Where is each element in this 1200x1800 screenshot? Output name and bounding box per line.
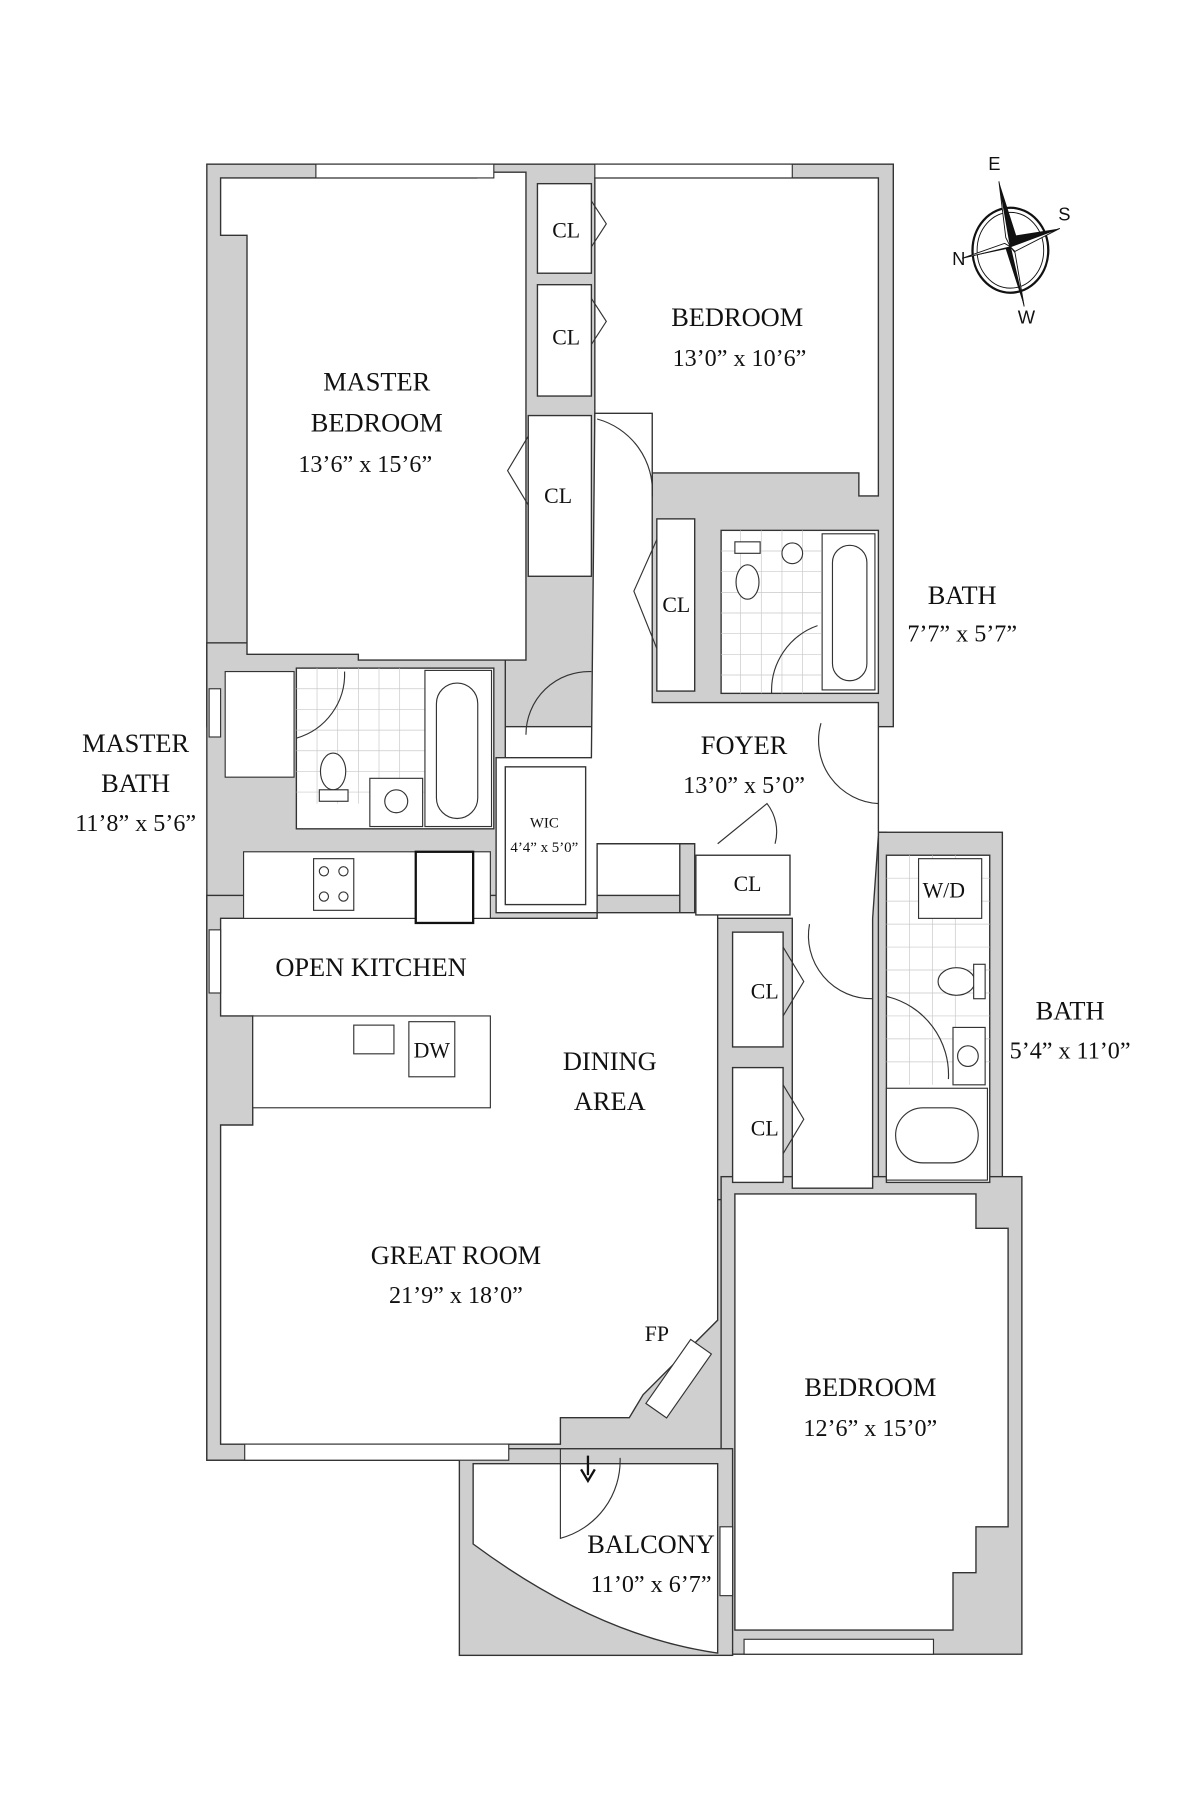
closet-label: CL [552,325,580,349]
dishwasher-label: DW [414,1038,451,1062]
master-bedroom-dims: 13’6” x 15’6” [298,452,432,478]
great-room-floor [219,911,719,1445]
master-bath-name-1: MASTER [82,728,189,758]
bath-2 [885,854,991,1184]
bedroom-1-dims: 13’0” x 10’6” [673,346,807,372]
open-kitchen-name: OPEN KITCHEN [275,952,466,982]
wic-name: WIC [530,816,559,832]
closets [504,182,791,1184]
wic-dims: 4’4” x 5’0” [510,840,578,856]
great-room-dims: 21’9” x 18’0” [389,1283,523,1309]
fixture-labels: CL CL CL CL CL CL CL W/D DW FP [408,219,965,1346]
balcony-floor [472,1462,719,1654]
dining-area-name-2: AREA [574,1086,646,1116]
windows [208,163,935,1655]
bedroom-2-name: BEDROOM [804,1372,936,1402]
dining-area-name-1: DINING [563,1046,657,1076]
bath-1 [720,529,880,695]
master-bath-dims: 11’8” x 5’6” [75,811,196,837]
bedroom-2-floor [734,1193,1009,1631]
closet-label: CL [662,593,690,617]
compass-east-label: E [988,153,1000,174]
closet-label: CL [751,980,779,1004]
foyer-dims: 13’0” x 5’0” [683,773,805,799]
compass-west-label: W [1018,307,1036,328]
doors [506,200,879,1540]
room-labels: MASTER BEDROOM 13’6” x 15’6” BEDROOM 13’… [75,302,1130,1598]
bedroom-2-dims: 12’6” x 15’0” [803,1416,937,1442]
compass-north-label: N [952,248,965,269]
closet-label: CL [751,1116,779,1140]
bath-2-name: BATH [1036,995,1105,1025]
fireplace-label: FP [645,1322,669,1346]
foyer-name: FOYER [701,730,788,760]
great-room-name: GREAT ROOM [371,1240,541,1270]
master-bath [224,667,495,830]
balcony-name: BALCONY [587,1529,715,1559]
closet-label: CL [552,219,580,243]
closet-label: CL [734,872,762,896]
bath-1-dims: 7’7” x 5’7” [907,622,1017,648]
bedroom-1-name: BEDROOM [671,302,803,332]
compass-south-label: S [1058,203,1070,224]
master-bedroom-name-2: BEDROOM [311,408,443,438]
bath-1-name: BATH [928,580,997,610]
balcony-dims: 11’0” x 6’7” [591,1572,712,1598]
master-bath-name-2: BATH [101,768,170,798]
bath-2-dims: 5’4” x 11’0” [1010,1038,1131,1064]
compass-rose-icon: E S N W [952,153,1070,328]
closet-label: CL [544,484,572,508]
master-bedroom-name-1: MASTER [323,366,430,396]
washer-dryer-label: W/D [923,879,965,903]
circulation-floor [495,412,880,1189]
